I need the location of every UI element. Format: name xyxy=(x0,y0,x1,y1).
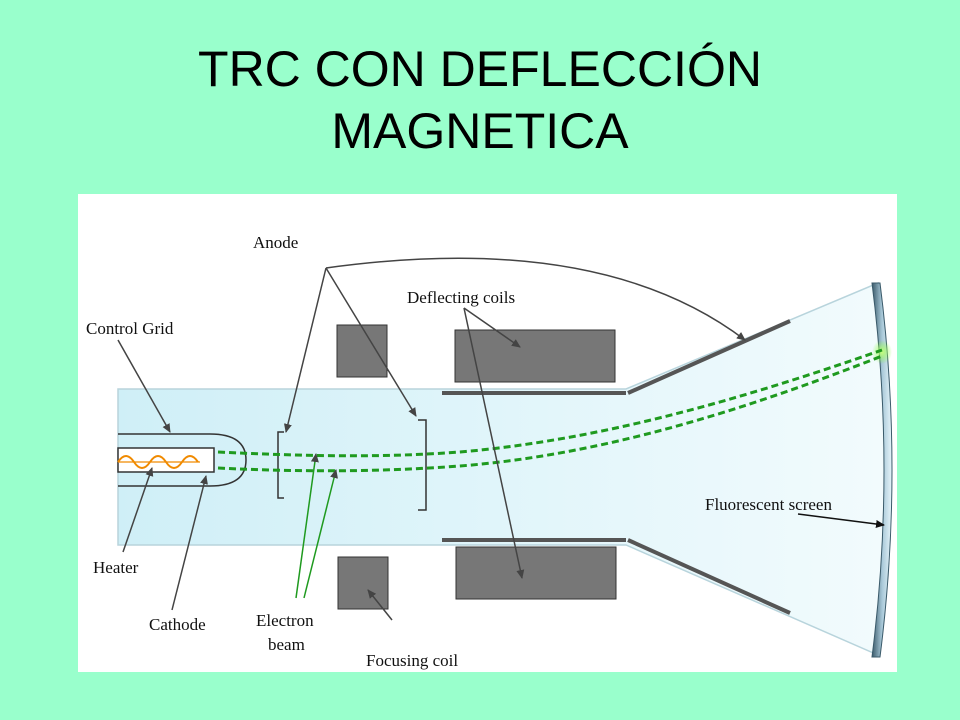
crt-diagram: Anode Deflecting coils Control Grid Fluo… xyxy=(78,194,897,672)
cathode-body xyxy=(117,447,215,473)
lower-funnel-plate xyxy=(627,538,791,615)
deflecting-coil-lower xyxy=(455,546,617,600)
deflecting-leader-upper xyxy=(463,307,521,348)
slide-title-line-1: TRC CON DEFLECCIÓN xyxy=(198,41,762,97)
slide-title: TRC CON DEFLECCIÓN MAGNETICA xyxy=(0,38,960,162)
focusing-coil-lower xyxy=(337,556,389,610)
deflecting-coil-upper xyxy=(454,329,616,383)
label-fluorescent-screen: Fluorescent screen xyxy=(705,495,832,514)
electron-beam-lower xyxy=(217,354,883,473)
fluorescent-screen-leader xyxy=(797,513,885,528)
electron-beam-leader-1 xyxy=(295,453,319,599)
focusing-coil-leader xyxy=(367,589,393,621)
electron-beam-leader-2 xyxy=(303,469,338,599)
anode-bracket-left xyxy=(277,431,284,499)
focusing-coil-upper xyxy=(336,324,388,378)
label-anode: Anode xyxy=(253,233,298,252)
label-cathode: Cathode xyxy=(149,615,206,634)
heater-leader xyxy=(122,467,154,553)
electron-beam-upper xyxy=(217,348,883,458)
label-control-grid: Control Grid xyxy=(86,319,174,338)
heater-filament xyxy=(117,455,199,469)
anode-bracket-right xyxy=(418,419,427,511)
upper-funnel-plate xyxy=(627,319,791,395)
anode-leader-curve xyxy=(325,257,746,341)
cathode-leader xyxy=(171,475,208,611)
control-grid-cap xyxy=(118,433,247,487)
fluorescent-screen xyxy=(871,282,893,658)
screen-glow-spot xyxy=(872,340,892,364)
label-electron-beam-line-2: beam xyxy=(268,635,305,654)
label-electron-beam-line-1: Electron xyxy=(256,611,314,630)
label-focusing-coil: Focusing coil xyxy=(366,651,458,670)
label-heater: Heater xyxy=(93,558,139,577)
control-grid-leader xyxy=(117,339,171,433)
anode-leader-left xyxy=(284,267,327,433)
anode-leader-right xyxy=(325,267,417,417)
slide-title-line-2: MAGNETICA xyxy=(331,103,629,159)
label-deflecting-coils: Deflecting coils xyxy=(407,288,515,307)
deflecting-leader-lower xyxy=(463,307,525,579)
